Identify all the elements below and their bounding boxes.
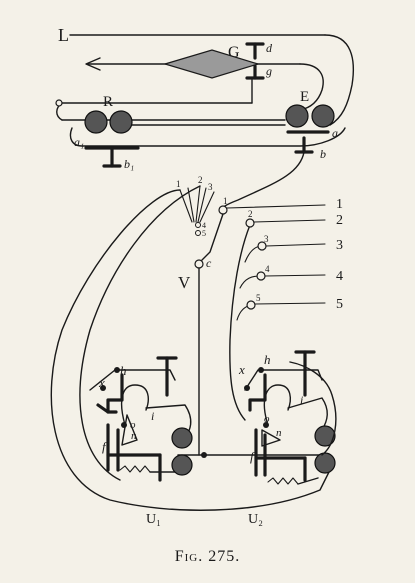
label-G: G: [228, 44, 240, 61]
arrow-line-return: [299, 63, 324, 111]
label-U1: U₁: [146, 512, 161, 527]
label-top-1: 1: [176, 179, 181, 189]
key-d: [245, 42, 265, 60]
label-h-left: h: [120, 363, 127, 378]
label-out-4: 4: [336, 269, 343, 284]
top-lines: [69, 34, 355, 126]
line-outer-U1: [50, 189, 331, 511]
contact-5: [246, 300, 256, 310]
label-out-5: 5: [336, 297, 343, 312]
label-sw-1: 1: [223, 196, 228, 206]
label-x-right: x: [238, 362, 245, 377]
label-sw-2: 2: [248, 209, 253, 219]
line-L-loop: [324, 34, 355, 126]
contact-4: [256, 271, 266, 281]
label-a: a: [332, 126, 338, 140]
label-d: d: [266, 41, 273, 55]
arrow-head: [85, 57, 101, 71]
distributor: [179, 185, 215, 236]
label-top-2: 2: [198, 175, 203, 185]
label-i-left: i: [151, 409, 154, 423]
contact-2: [245, 218, 255, 228]
label-x-left: x: [98, 375, 105, 390]
line-inner-U1: [79, 185, 201, 481]
label-R: R: [103, 94, 113, 110]
label-b1: b₁: [124, 157, 134, 171]
label-U2: U₂: [248, 512, 263, 527]
roller-E-2: [311, 104, 335, 128]
receiver-U2: [244, 350, 336, 485]
label-E: E: [300, 89, 309, 105]
label-o-left: o: [130, 419, 136, 431]
galvanometer-diamond: [162, 49, 261, 79]
line-lower-loop: [69, 127, 346, 147]
label-sw-5: 5: [256, 293, 261, 303]
label-out-3: 3: [336, 238, 343, 253]
label-n-right: n: [276, 427, 282, 439]
roller-E-1: [285, 104, 309, 128]
roller-R-2: [109, 110, 133, 134]
receiver-U1: [89, 356, 193, 482]
label-top-3: 3: [208, 182, 213, 192]
labels: L G d g R E a a₁ b b₁ 1 2 3 4 5 1 2 3 4 …: [58, 25, 343, 527]
label-top-5: 5: [202, 229, 206, 238]
label-o-right: o: [264, 413, 270, 425]
label-L: L: [58, 25, 69, 45]
label-g: g: [266, 64, 272, 78]
label-h-right: h: [264, 352, 271, 367]
label-out-1: 1: [336, 197, 343, 212]
label-V: V: [178, 273, 191, 292]
terminal-left: [55, 99, 63, 107]
line-feed-1: [220, 151, 305, 213]
contact-c: [194, 259, 204, 269]
figure-caption: Fig. 275.: [174, 548, 241, 565]
label-b: b: [320, 147, 326, 161]
label-top-4: 4: [202, 221, 206, 230]
outputs: [218, 204, 326, 321]
label-n-left: n: [131, 430, 137, 442]
label-f-right: f: [250, 449, 256, 464]
label-sw-3: 3: [264, 234, 269, 244]
key-g: [245, 64, 265, 80]
contact-1: [218, 205, 228, 215]
label-f-left: f: [102, 439, 108, 454]
label-a1: a₁: [74, 135, 84, 149]
label-i-right: i: [300, 393, 303, 407]
key-a1-b1: [84, 146, 140, 168]
line-feed-2: [229, 224, 251, 421]
roller-R-1: [84, 110, 108, 134]
label-sw-4: 4: [265, 264, 270, 274]
label-out-2: 2: [336, 213, 343, 228]
label-c: c: [206, 256, 212, 270]
